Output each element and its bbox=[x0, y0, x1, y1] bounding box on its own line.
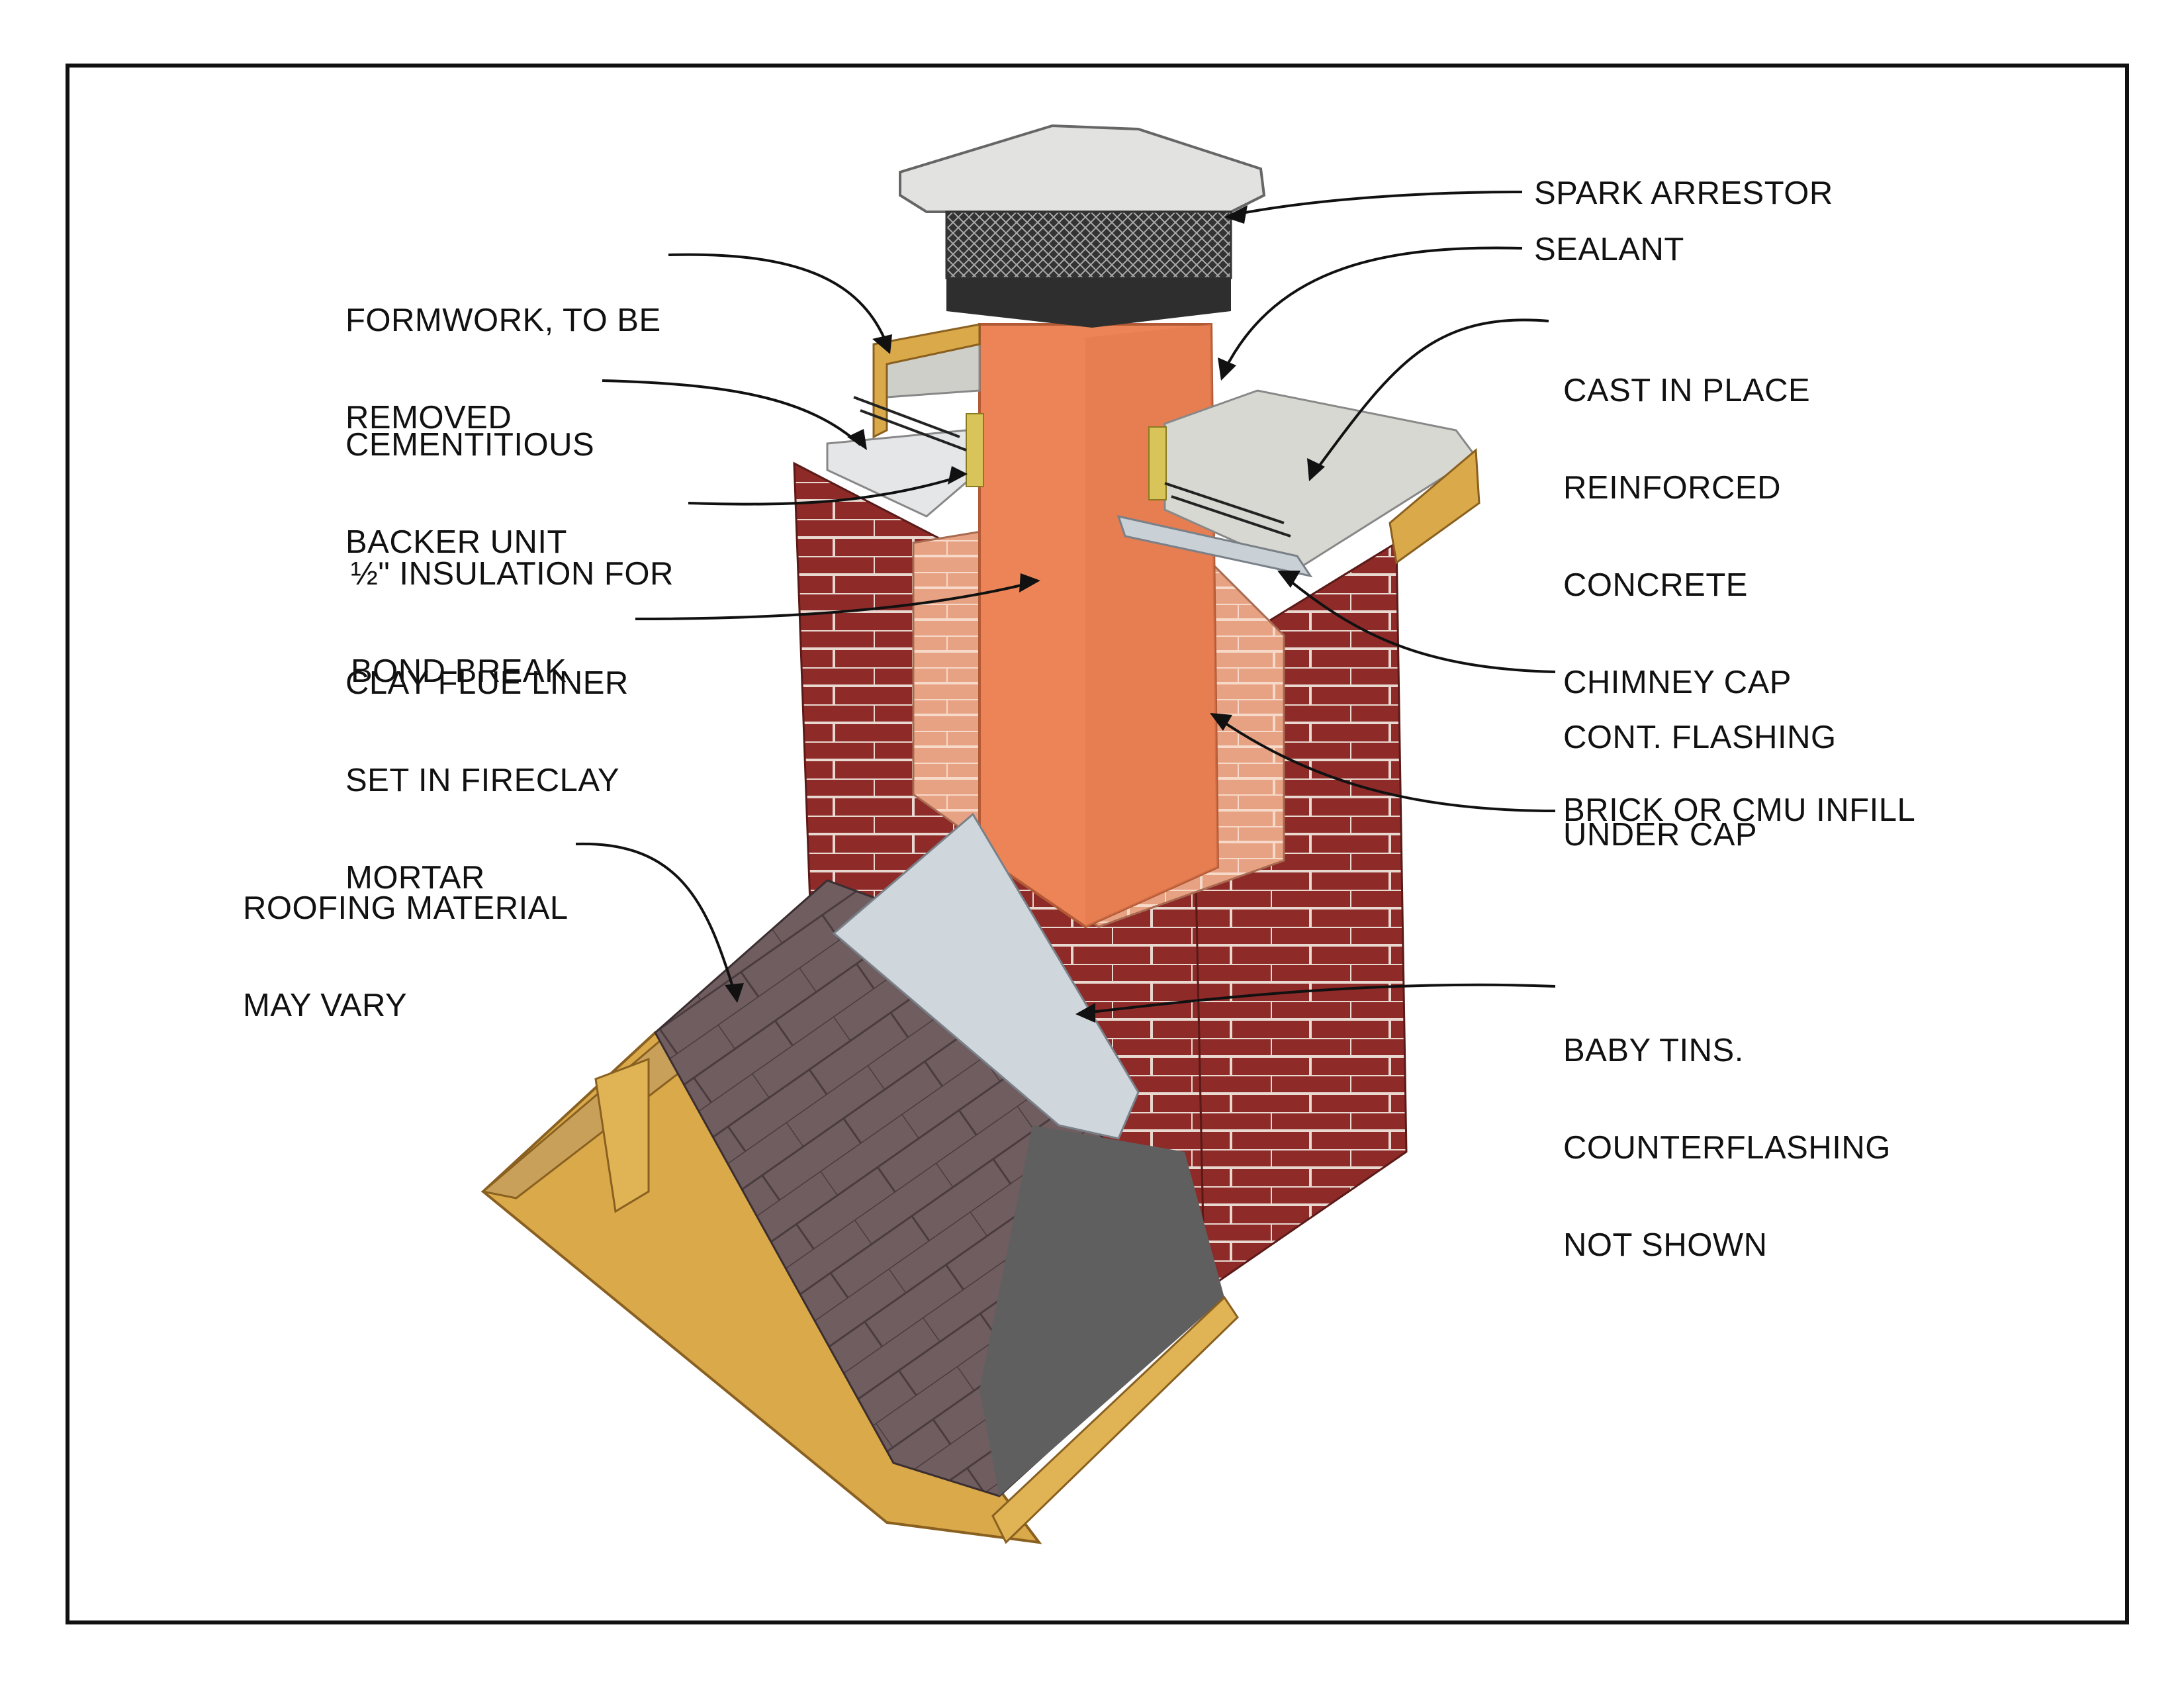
spark-arrestor-collar bbox=[946, 278, 1231, 328]
spark-arrestor-mesh bbox=[945, 211, 1232, 279]
label-clay-flue-line-3: MORTAR bbox=[345, 860, 485, 896]
label-baby-tins: BABY TINS. COUNTERFLASHING NOT SHOWN bbox=[1563, 970, 1891, 1294]
label-baby-tins-line-1: BABY TINS. bbox=[1563, 1033, 1744, 1068]
label-cast-in-place-line-4: CHIMNEY CAP bbox=[1563, 665, 1792, 700]
label-baby-tins-line-3: NOT SHOWN bbox=[1563, 1227, 1768, 1263]
label-cementitious-line-1: CEMENTITIOUS bbox=[345, 427, 595, 463]
label-cementitious: CEMENTITIOUS BACKER UNIT bbox=[345, 364, 594, 591]
roof-sheathing-edge bbox=[991, 1295, 1239, 1544]
insulation-bond-break-right bbox=[1148, 426, 1167, 500]
label-formwork-line-2: REMOVED bbox=[345, 400, 512, 436]
label-cont-flashing: CONT. FLASHING UNDER CAP bbox=[1563, 657, 1837, 884]
formwork-board-left bbox=[872, 323, 981, 439]
insulation-bond-break-left bbox=[966, 413, 984, 487]
label-cast-in-place-line-1: CAST IN PLACE bbox=[1563, 373, 1811, 408]
label-insulation-line-2: BOND BREAK bbox=[351, 653, 567, 689]
label-cementitious-line-2: BACKER UNIT bbox=[345, 524, 567, 560]
arrowheads bbox=[725, 205, 1325, 1023]
label-roofing: ROOFING MATERIAL MAY VARY bbox=[243, 827, 569, 1055]
label-clay-flue-line-2: SET IN FIRECLAY bbox=[345, 763, 620, 798]
label-formwork-line-1: FORMWORK, TO BE bbox=[345, 303, 661, 338]
label-insulation: ½" INSULATION FOR BOND BREAK bbox=[351, 493, 674, 720]
label-cast-in-place: CAST IN PLACE REINFORCED CONCRETE CHIMNE… bbox=[1563, 310, 1810, 731]
label-clay-flue-line-1: CLAY FLUE LINER bbox=[345, 665, 629, 701]
formwork-board-right bbox=[1388, 447, 1480, 565]
baby-tins-step-flashing bbox=[832, 812, 1140, 1140]
label-brick-infill: BRICK OR CMU INFILL bbox=[1563, 792, 1916, 828]
label-cont-flashing-line-1: CONT. FLASHING bbox=[1563, 720, 1837, 755]
cementitious-backer-unit bbox=[826, 429, 974, 518]
label-sealant: SEALANT bbox=[1534, 232, 1684, 267]
label-spark-arrestor: SPARK ARRESTOR bbox=[1534, 175, 1833, 211]
leader-lines bbox=[575, 191, 1556, 1014]
spark-arrestor-lid bbox=[899, 124, 1266, 213]
label-baby-tins-line-2: COUNTERFLASHING bbox=[1563, 1130, 1891, 1166]
label-clay-flue: CLAY FLUE LINER SET IN FIRECLAY MORTAR bbox=[345, 602, 629, 927]
label-cast-in-place-line-2: REINFORCED bbox=[1563, 470, 1781, 506]
roof-ridge-board bbox=[594, 1057, 650, 1213]
label-roofing-line-1: ROOFING MATERIAL bbox=[243, 890, 569, 926]
continuous-flashing bbox=[1116, 514, 1313, 578]
label-cont-flashing-line-2: UNDER CAP bbox=[1563, 817, 1758, 853]
roofing-felt bbox=[979, 1125, 1224, 1496]
reinforcing-bars bbox=[853, 396, 1291, 538]
label-roofing-line-2: MAY VARY bbox=[243, 988, 408, 1023]
label-cast-in-place-line-3: CONCRETE bbox=[1563, 567, 1748, 603]
label-formwork: FORMWORK, TO BE REMOVED bbox=[345, 240, 661, 467]
label-insulation-line-1: ½" INSULATION FOR bbox=[351, 556, 674, 592]
